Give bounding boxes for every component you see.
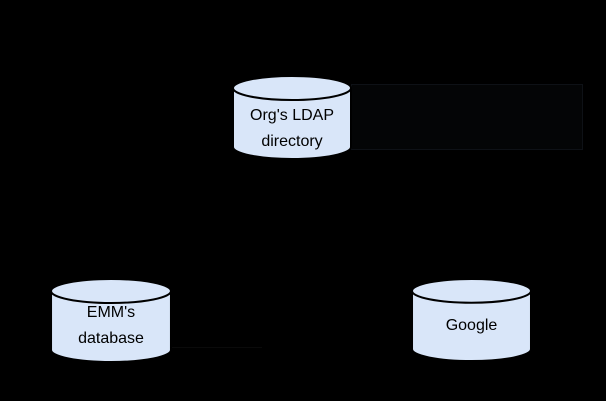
db-node-google: Google xyxy=(411,278,532,362)
faint-artifact-line xyxy=(170,347,262,348)
database-cylinder-icon xyxy=(411,278,532,362)
db-node-org-ldap-directory: Org's LDAP directory xyxy=(232,75,352,160)
db-node-emm-database: EMM's database xyxy=(50,278,172,363)
database-cylinder-icon xyxy=(232,75,352,160)
faint-artifact-box xyxy=(351,84,583,150)
database-cylinder-icon xyxy=(50,278,172,363)
